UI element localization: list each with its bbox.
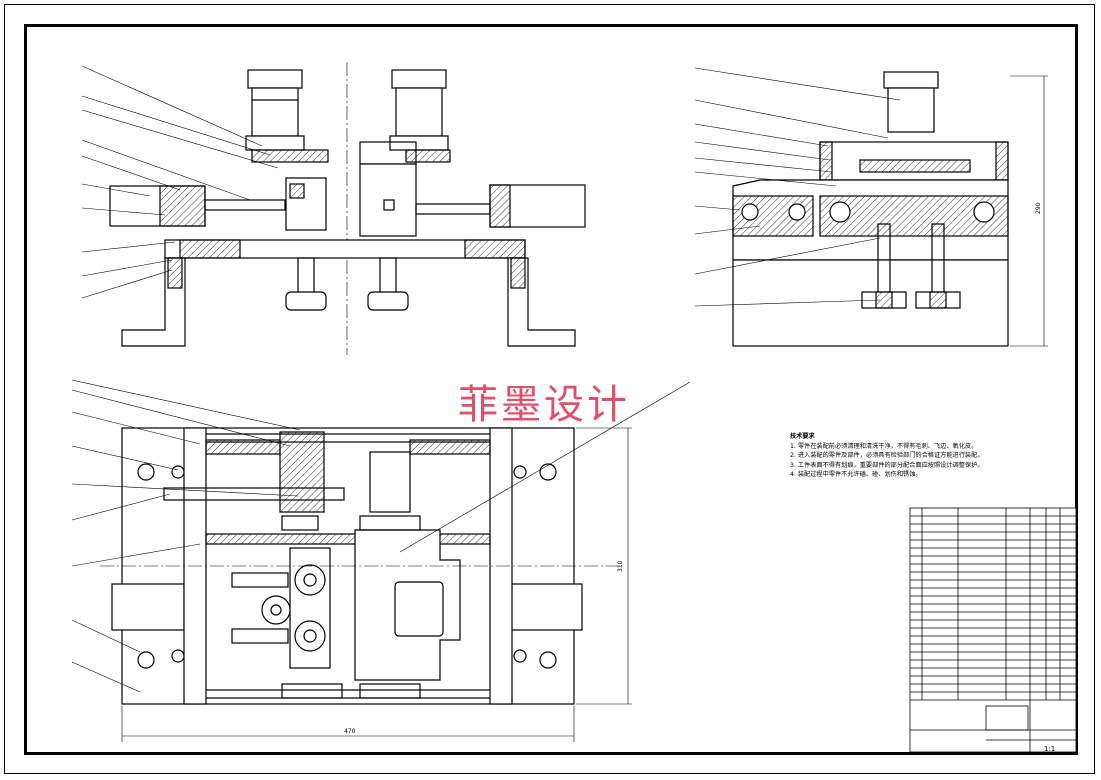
requirement-item: 3. 工件表面不得有划痕，重要部件的部分配合面应按照设计调整保护。 [790, 461, 984, 469]
drawing-frame [24, 24, 1078, 755]
requirements-title: 技术要求 [790, 433, 815, 440]
requirement-item: 2. 进入装配的零件及部件，必须具有检验部门的合格证方能进行装配。 [790, 452, 984, 459]
dim-side-height: 290 [1035, 202, 1042, 214]
left-motor [245, 69, 305, 151]
technical-requirements: 技术要求 1. 零件在装配前必须清理和清洗干净，不得有毛刺、飞边、氧化皮。 2.… [790, 432, 1035, 480]
watermark: 菲墨设计 [458, 382, 630, 428]
requirement-item: 4. 装配过程中零件不允许磕、碰、划伤和锈蚀。 [790, 471, 922, 478]
dim-front-width: 470 [344, 728, 356, 735]
scale-label: 1:1 [1044, 745, 1055, 753]
dim-plan-height: 310 [617, 560, 624, 572]
right-motor [389, 69, 449, 151]
outer-border [4, 4, 1095, 774]
title-block [909, 507, 1077, 753]
front-view [81, 62, 586, 355]
side-view [694, 67, 1048, 347]
requirement-item: 1. 零件在装配前必须清理和清洗干净，不得有毛刺、飞边、氧化皮。 [790, 442, 978, 450]
plan-view [71, 379, 691, 742]
